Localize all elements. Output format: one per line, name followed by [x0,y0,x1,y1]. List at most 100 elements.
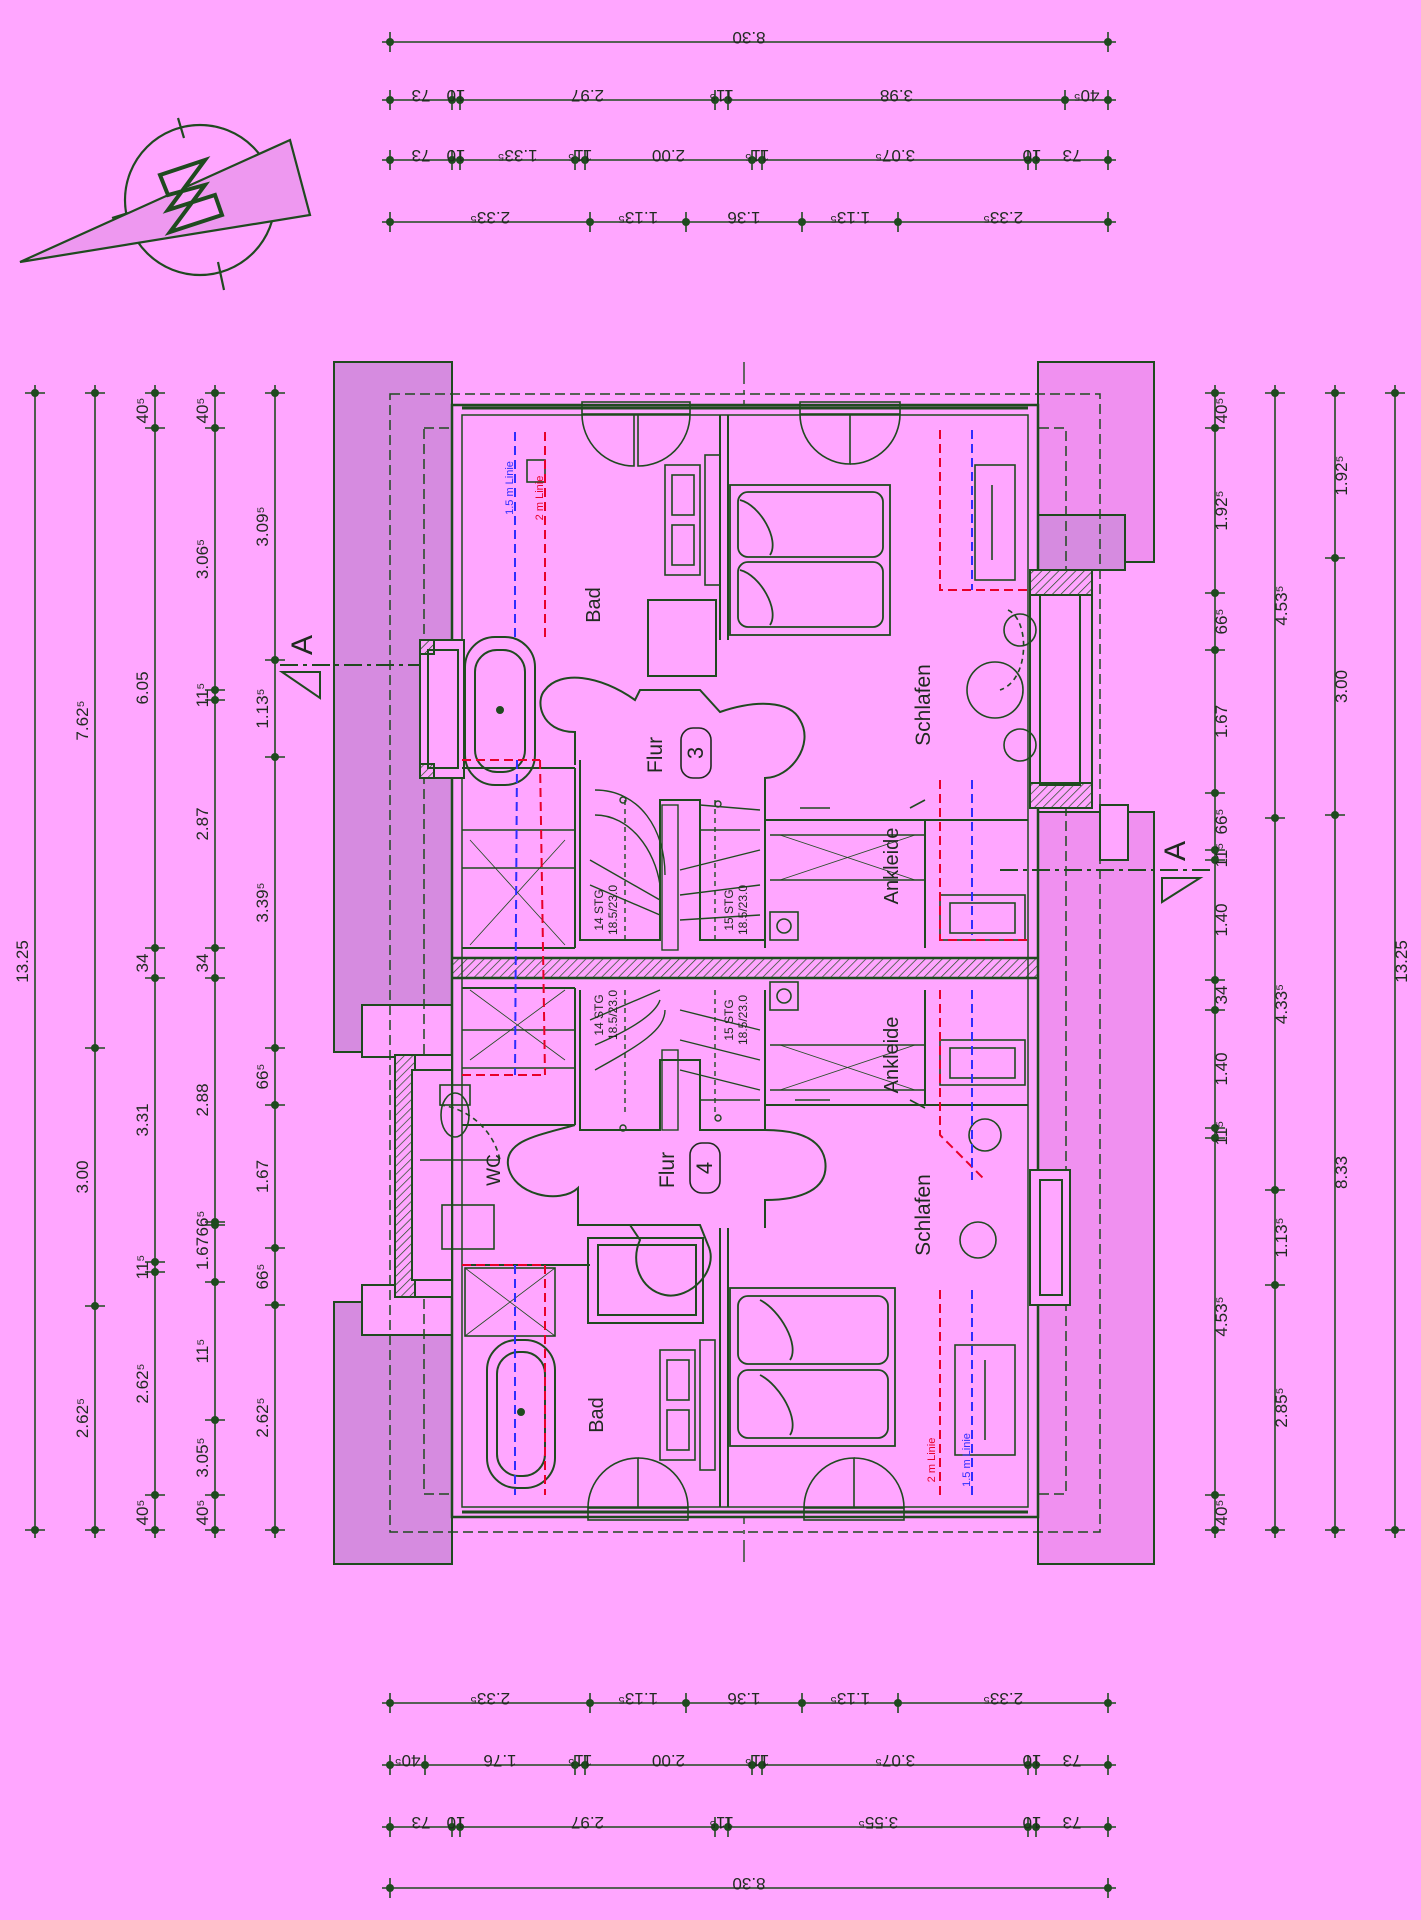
stair-label-1: 14 STG [592,889,606,930]
dim-top-3-label: 11⁵ [745,146,770,165]
dormer-right [1029,569,1093,1306]
dim-bot-2-label: 40⁵ [395,1751,421,1770]
stair-label-4: 18.5/23.0 [736,885,750,935]
dim-left-4-label: 1.67 [193,1237,212,1270]
dim-left-5-label: 66⁵ [253,1264,272,1290]
dim-top-1: 8.30 [382,28,1116,52]
dim-top-4-label: 1.36 [727,208,760,227]
dim-left-3-label: 34 [133,954,152,973]
dim-right-1-label: 1.67 [1212,705,1231,738]
dim-left-5-label: 1.67 [253,1160,272,1193]
dim-right-3-label: 1.92⁵ [1332,455,1351,495]
dim-bot-2-label: 11⁵ [568,1751,593,1770]
dim-bot-2-label: 2.00 [652,1751,685,1770]
dim-top-3-label: 10 [1023,146,1042,165]
dim-left-3-label: 40⁵ [133,1500,152,1526]
dim-bot-2-label: 73 [1063,1751,1082,1770]
sinks [439,454,721,1471]
dim-left-4-label: 66⁵ [193,1211,212,1237]
dim-bot-1-label: 2.33⁵ [470,1689,510,1708]
dim-right-1-label: 11⁵ [1212,843,1231,868]
room-label-schlafen-top: Schlafen [912,664,935,746]
dim-top-4-label: 1.13⁵ [830,208,870,227]
furniture [462,464,1037,1456]
room-label-bad-bottom: Bad [586,1397,608,1433]
dim-bot-1-label: 1.13⁵ [618,1689,658,1708]
dim-left-4-label: 2.87 [193,807,212,840]
north-arrow-icon [19,117,312,291]
room-label-flur-top: Flur [644,737,667,773]
dim-left-4-label: 40⁵ [193,1500,212,1526]
roof-right [1034,361,1155,1565]
dim-right-1-label: 1.40 [1212,1052,1231,1085]
dim-bot-3-label: 11⁵ [709,1813,734,1832]
dim-right-1: 40⁵1.92⁵66⁵1.6766⁵11⁵1.40341.4011⁵4.53⁵4… [1205,385,1231,1538]
dim-bot-1-label: 1.36 [727,1689,760,1708]
section-letter-left: A [286,635,319,655]
dormer-left [419,639,465,779]
dim-left-1-label: 13.25 [13,940,32,983]
dim-top-3-label: 73 [1063,146,1082,165]
dim-left-3-label: 11⁵ [133,1255,152,1280]
section-marker-left [278,664,420,700]
dim-right-1-label: 34 [1212,986,1231,1005]
dim-right-3-label: 8.33 [1332,1156,1351,1189]
dim-top-2-label: 2.97 [571,86,604,105]
stair-label-7: 15 STG [722,999,736,1040]
dim-bot-3-label: 3.55⁵ [858,1813,898,1832]
dim-right-1-label: 11⁵ [1212,1121,1231,1146]
dim-top-4-label: 1.13⁵ [618,208,658,227]
dim-right-1-label: 1.40 [1212,903,1231,936]
dim-bot-4: 8.30 [382,1874,1116,1898]
dim-right-2-label: 4.33⁵ [1272,984,1291,1024]
dim-left-4-label: 2.88 [193,1083,212,1116]
room-number-badge-top: 3 [680,727,712,779]
dim-top-4-label: 2.33⁵ [470,208,510,227]
section-letter-right: A [1159,841,1192,861]
dim-left-4-label: 40⁵ [193,398,212,424]
bed-top [729,484,891,636]
dim-left-2-label: 7.62⁵ [73,700,92,740]
dim-top-2-label: 10 [447,86,466,105]
room-number-badge-bottom: 4 [689,1142,721,1194]
roof-outline [389,393,1101,1533]
dim-bot-3-label: 10 [1023,1813,1042,1832]
dim-left-5-label: 1.13⁵ [253,688,272,728]
dim-bot-3-label: 73 [1063,1813,1082,1832]
stair-label-6: 18.5/23.0 [606,990,620,1040]
label-1-5m-bottom: 1.5 m Linie [961,1433,973,1487]
stair-label-2: 18.5/23.0 [606,885,620,935]
dim-bot-2-label: 3.07⁵ [875,1751,915,1770]
dim-top-3-label: 1.33⁵ [497,146,537,165]
dim-bot-4-label: 8.30 [732,1874,765,1893]
room-label-wc: WC [484,1154,505,1186]
doors [420,799,926,1161]
section-marker-right [1000,869,1210,904]
dim-left-4-label: 11⁵ [193,683,212,708]
room-label-ankleide-bottom: Ankleide [881,1017,903,1094]
dim-bot-3-label: 10 [447,1813,466,1832]
dim-left-5-label: 66⁵ [253,1064,272,1090]
room-number-bottom: 4 [692,1162,717,1174]
room-label-ankleide-top: Ankleide [881,828,903,905]
dim-top-3-label: 2.00 [652,146,685,165]
label-2m-bottom: 2 m Linie [926,1438,938,1483]
stair-label-8: 18.5/23.0 [736,995,750,1045]
stair-label-5: 14 STG [592,994,606,1035]
stair-label-3: 15 STG [722,889,736,930]
dim-right-2-label: 4.53⁵ [1272,585,1291,625]
dim-bot-2-label: 11⁵ [745,1751,770,1770]
dim-top-3-label: 3.07⁵ [875,146,915,165]
room-label-flur-bottom: Flur [656,1152,679,1188]
dim-right-1-label: 40⁵ [1212,398,1231,424]
label-1-5m-top: 1.5 m Linie [504,461,516,515]
